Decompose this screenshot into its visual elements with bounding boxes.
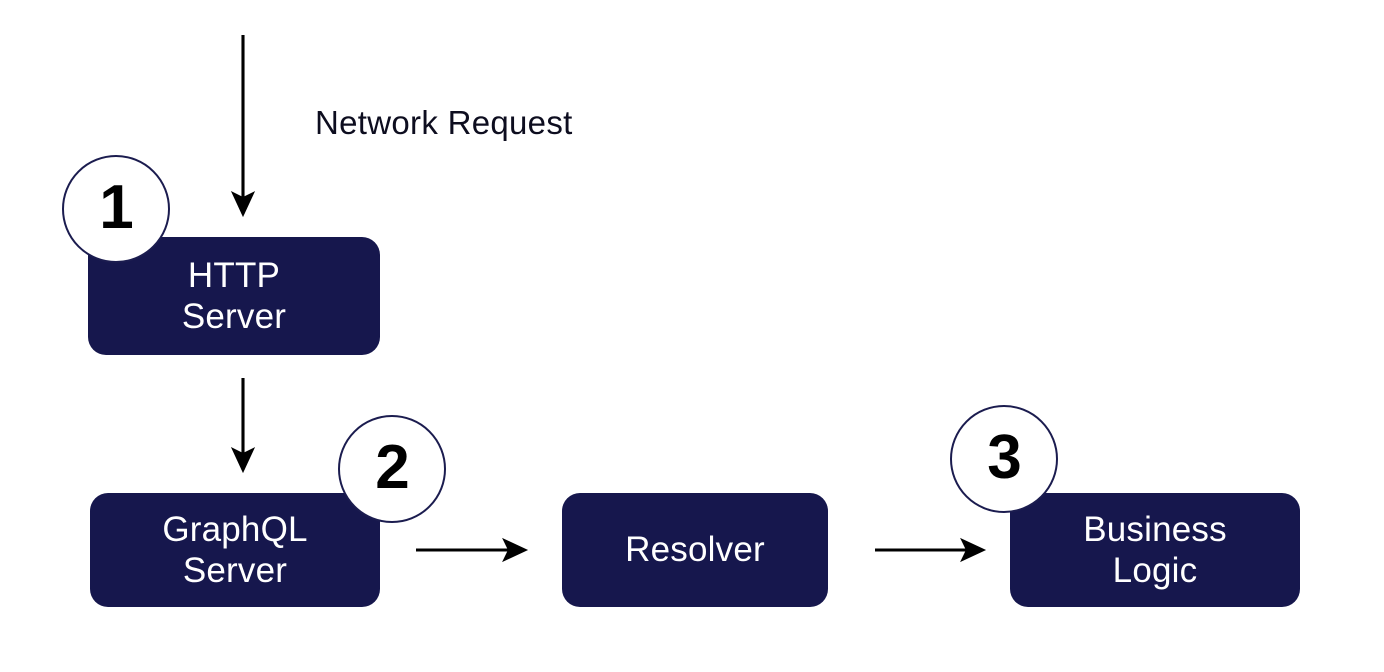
edge-label-network-request: Network Request: [315, 104, 573, 141]
step-badge-3[interactable]: 3: [950, 405, 1058, 513]
node-business-logic[interactable]: Business Logic: [1010, 493, 1300, 607]
node-resolver-label: Resolver: [625, 530, 765, 570]
step-badge-1[interactable]: 1: [62, 155, 170, 263]
node-http-server-label: HTTP Server: [181, 255, 287, 336]
step-badge-2-number: 2: [375, 433, 409, 502]
node-graphql-server[interactable]: GraphQL Server: [90, 493, 380, 607]
node-graphql-server-label: GraphQL Server: [162, 509, 308, 590]
step-badge-3-number: 3: [987, 423, 1021, 492]
step-badge-1-number: 1: [99, 173, 133, 242]
node-resolver[interactable]: Resolver: [562, 493, 828, 607]
step-badge-2[interactable]: 2: [338, 415, 446, 523]
node-business-logic-label: Business Logic: [1083, 509, 1227, 590]
